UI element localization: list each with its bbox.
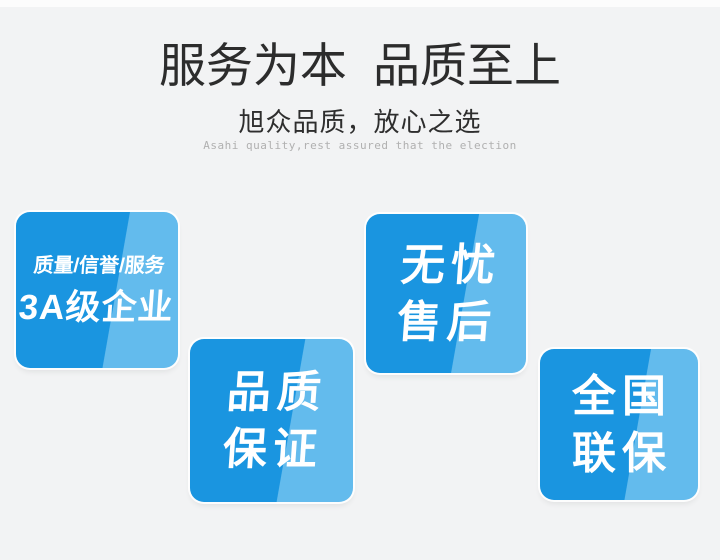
badge-line-nationwide: 全国 (572, 371, 672, 421)
badge-line-quality: 品质 (224, 367, 329, 417)
top-strip (0, 0, 720, 7)
badge-text: 无忧 售后 (395, 237, 502, 351)
subtitle: 旭众品质，放心之选 (238, 107, 482, 137)
badge-text: 质量/信誉/服务 3A级企业 (17, 254, 177, 327)
badge-text: 品质 保证 (220, 364, 328, 478)
badge-line-worry-free: 无忧 (399, 240, 503, 290)
badge-text: 全国 联保 (572, 368, 666, 482)
badge-quality-guarantee: 品质 保证 (190, 339, 353, 502)
page-title: 服务为本 品质至上 (158, 39, 562, 92)
badge-line-credentials: 质量/信誉/服务 (32, 254, 166, 277)
badge-nationwide-warranty: 全国 联保 (540, 349, 698, 500)
subtitle-english: Asahi quality,rest assured that the elec… (203, 139, 517, 152)
badge-line-guarantee: 保证 (220, 424, 325, 474)
badge-line-3a-enterprise: 3A级企业 (17, 287, 175, 327)
badge-line-warranty: 联保 (572, 428, 672, 478)
badge-line-after-sales: 售后 (395, 297, 499, 347)
badge-worry-free-after-sales: 无忧 售后 (366, 214, 526, 373)
badge-quality-credentials: 质量/信誉/服务 3A级企业 (16, 212, 178, 368)
